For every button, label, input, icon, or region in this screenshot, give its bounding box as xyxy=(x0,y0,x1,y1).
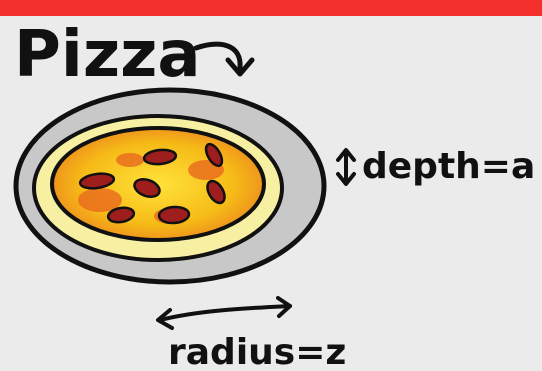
radius-label: radius=z xyxy=(168,332,346,371)
depth-label: depth=a xyxy=(362,146,535,187)
curved-arrow-icon xyxy=(196,44,252,74)
vertical-double-arrow-icon xyxy=(338,150,354,184)
pepperoni xyxy=(158,206,189,224)
diagram-title: Pizza xyxy=(14,18,201,92)
horizontal-double-arrow-icon xyxy=(158,298,290,328)
